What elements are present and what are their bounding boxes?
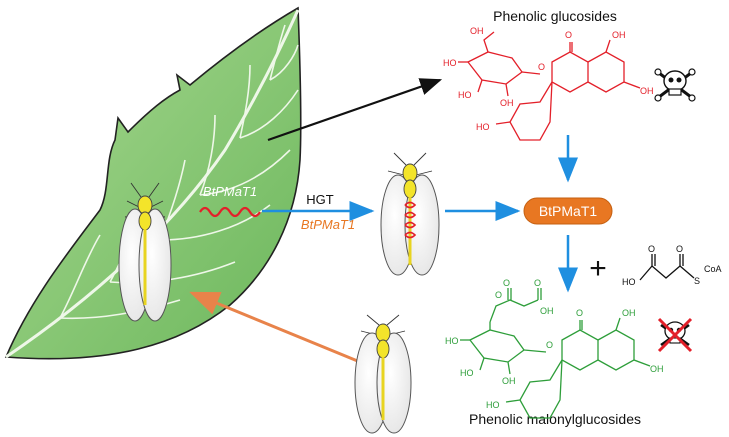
- chem-label: S: [694, 276, 700, 286]
- whitefly-with-gene: [380, 152, 440, 276]
- chem-label: HO: [486, 400, 500, 410]
- chem-label: O: [676, 244, 683, 254]
- title-phenolic-malonylglucosides: Phenolic malonylglucosides: [469, 411, 641, 427]
- chem-label: HO: [460, 368, 474, 378]
- chem-label: O: [503, 278, 510, 288]
- whitefly-bottom: [354, 314, 412, 434]
- chem-label: O: [534, 278, 541, 288]
- gene-label-orange: BtPMaT1: [301, 217, 355, 232]
- chem-label: O: [495, 290, 502, 300]
- malonyl-coa-structure: HO O O S CoA: [622, 244, 722, 287]
- chem-label: O: [576, 308, 583, 318]
- chem-label: OH: [622, 308, 636, 318]
- chem-label: O: [648, 244, 655, 254]
- chem-label: HO: [443, 58, 457, 68]
- arrow-whitefly-to-leaf: [189, 291, 361, 364]
- chem-label: OH: [470, 26, 484, 36]
- crossed-skull-icon: [657, 317, 693, 353]
- plus-sign: +: [589, 252, 607, 285]
- gene-squiggle-leaf: [199, 206, 261, 218]
- chem-label: OH: [650, 364, 664, 374]
- chem-label: CoA: [704, 264, 722, 274]
- chem-label: HO: [458, 90, 472, 100]
- title-phenolic-glucosides: Phenolic glucosides: [493, 8, 617, 24]
- glucoside-structure: OH HO HO OH O O OH OH HO: [443, 26, 654, 141]
- enzyme-label: BtPMaT1: [539, 203, 598, 219]
- chem-label: OH: [640, 86, 654, 96]
- chem-label: HO: [445, 336, 459, 346]
- chem-label: O: [565, 30, 572, 40]
- hgt-label: HGT: [306, 192, 334, 207]
- chem-label: OH: [502, 376, 516, 386]
- skull-crossbones-icon: [654, 68, 696, 102]
- chem-label: O: [546, 340, 553, 350]
- chem-label: OH: [612, 30, 626, 40]
- gene-label-leaf: BtPMaT1: [203, 184, 257, 199]
- chem-label: HO: [476, 122, 490, 132]
- enzyme-badge: BtPMaT1: [523, 197, 613, 225]
- whitefly-on-leaf: [118, 182, 172, 322]
- arrow-leaf-to-glucosides: [267, 78, 443, 142]
- malonylglucoside-structure: O O O OH HO HO OH O O OH OH HO: [445, 278, 664, 419]
- chem-label: O: [538, 62, 545, 72]
- chem-label: HO: [622, 277, 636, 287]
- chem-label: OH: [540, 306, 554, 316]
- chem-label: OH: [500, 98, 514, 108]
